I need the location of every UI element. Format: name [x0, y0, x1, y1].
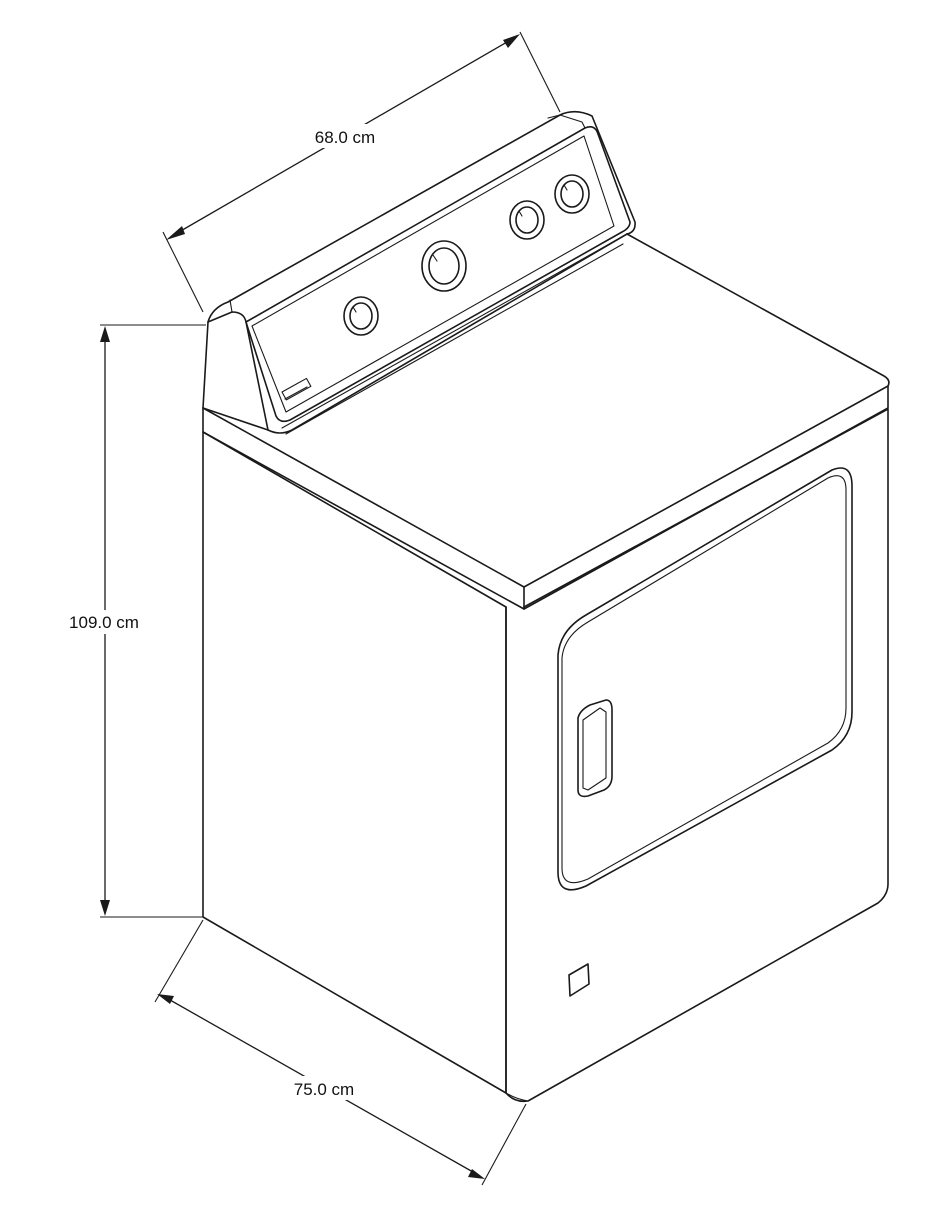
dimension-depth: 75.0 cm: [154, 919, 527, 1186]
width-arrow-right: [503, 34, 520, 48]
console-trim: [281, 237, 621, 429]
depth-arrow-right: [468, 1169, 485, 1179]
width-arrow-left: [166, 226, 185, 240]
dimension-height: 109.0 cm: [58, 324, 206, 918]
dimension-width: 68.0 cm: [162, 31, 561, 313]
door-inner: [561, 475, 847, 884]
access-panel-outline: [568, 963, 590, 997]
console-right-cap: [547, 114, 586, 129]
depth-label: 75.0 cm: [294, 1080, 354, 1099]
dryer-top: [202, 233, 890, 610]
console-trim-2: [285, 243, 624, 435]
dryer-body: [202, 408, 889, 1103]
console-left-cap-inner: [229, 299, 233, 313]
height-arrow-bottom: [100, 900, 110, 916]
console-shell: [202, 110, 636, 409]
console-face: [245, 126, 631, 423]
left-side-panel: [202, 431, 507, 1094]
door-handle: [577, 699, 613, 798]
control-knobs: [343, 174, 590, 336]
door-outer: [557, 467, 853, 891]
height-label: 109.0 cm: [69, 613, 139, 632]
front-panel: [505, 408, 889, 1103]
brand-badge: [281, 377, 312, 401]
top-front-edge: [523, 385, 889, 610]
control-console: [202, 110, 636, 435]
top-left-edge: [202, 407, 525, 610]
door-handle-inner: [582, 707, 607, 791]
width-label: 68.0 cm: [315, 128, 375, 147]
height-arrow-top: [100, 326, 110, 342]
knob-1: [343, 296, 379, 336]
depth-arrow-left: [157, 994, 174, 1004]
dryer-door: [557, 467, 853, 891]
knob-3: [509, 200, 545, 240]
brand-badge-line: [284, 386, 308, 400]
knob-4: [554, 174, 590, 214]
knob-2: [421, 240, 467, 292]
bottom-corner: [505, 1092, 529, 1102]
console-face-inner: [251, 135, 615, 413]
console-lower-edge: [202, 233, 628, 434]
access-panel: [568, 963, 590, 997]
